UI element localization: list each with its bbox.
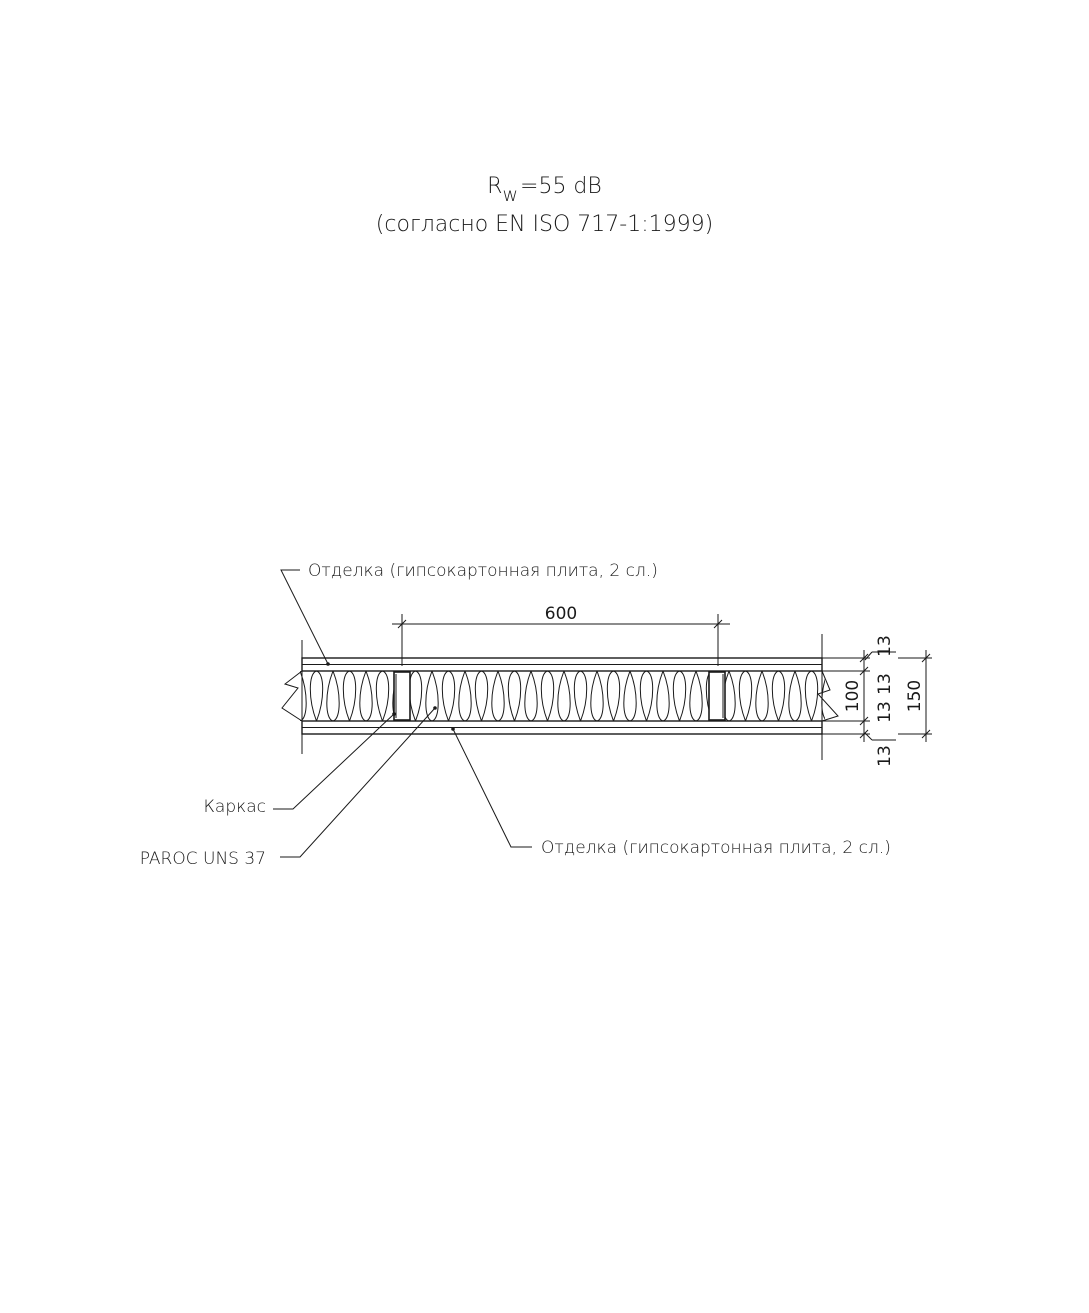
rating-subscript: w [502,184,519,206]
stud-spacing-dimension: 600 [392,604,730,666]
board-inner-top-value: 13 [875,673,895,695]
label-insulation: PAROC UNS 37 [140,849,266,869]
insulation-core [300,671,825,721]
core-value: 100 [843,680,863,712]
insulation-fiber [300,671,307,721]
break-line-right [817,634,839,760]
rating-value: =55 dB [520,174,602,199]
insulation-fiber [359,671,373,721]
insulation-fiber [689,671,703,721]
insulation-fiber [441,671,456,721]
insulation-fiber [507,671,522,721]
stud-left [393,671,411,721]
insulation-fiber [540,671,555,721]
label-finish-top: Отделка (гипсокартонная плита, 2 сл.) [308,561,658,581]
top-boards [301,657,823,672]
leader-finish-top: Отделка (гипсокартонная плита, 2 сл.) [280,561,658,666]
sound-rating: Rw=55 dB [0,172,1089,210]
insulation-fiber [342,671,357,721]
insulation-fiber [408,671,423,721]
insulation-fiber [458,671,472,721]
insulation-fiber [738,671,753,721]
insulation-fiber [573,671,588,721]
insulation-fiber [474,671,489,721]
board-bottom-value: 13 [875,745,895,767]
break-line-left [281,640,303,754]
board-inner-bottom-value: 13 [875,701,895,723]
insulation-fiber [804,671,819,721]
insulation-fiber [821,678,825,720]
insulation-fiber [524,671,538,721]
insulation-fiber [639,671,654,721]
insulation-fiber [755,671,769,721]
leader-insulation: PAROC UNS 37 [140,706,437,869]
rating-prefix: R [487,174,503,199]
insulation-fiber [425,671,439,721]
rating-header: Rw=55 dB (согласно EN ISO 717-1:1999) [0,172,1089,240]
stud-right [708,671,726,721]
insulation-fiber [672,671,687,721]
insulation-fiber [771,671,786,721]
rating-standard: (согласно EN ISO 717-1:1999) [375,212,714,237]
label-finish-bottom: Отделка (гипсокартонная плита, 2 сл.) [541,838,891,858]
insulation-fiber [623,671,637,721]
label-frame: Каркас [203,797,266,817]
insulation-fiber [326,671,340,721]
insulation-fiber [557,671,571,721]
leader-finish-bottom: Отделка (гипсокартонная плита, 2 сл.) [451,727,891,858]
thickness-dimensions: 13 13 13 13 100 150 [822,635,932,767]
leader-frame: Каркас [203,712,396,817]
insulation-fiber [606,671,621,721]
insulation-fiber [491,671,505,721]
insulation-fiber [309,671,324,721]
insulation-fiber [590,671,604,721]
board-top-value: 13 [875,635,895,657]
insulation-fiber [375,671,390,721]
stud-spacing-value: 600 [545,604,577,624]
insulation-fiber [788,671,802,721]
insulation-fiber [656,671,670,721]
total-value: 150 [905,680,925,712]
